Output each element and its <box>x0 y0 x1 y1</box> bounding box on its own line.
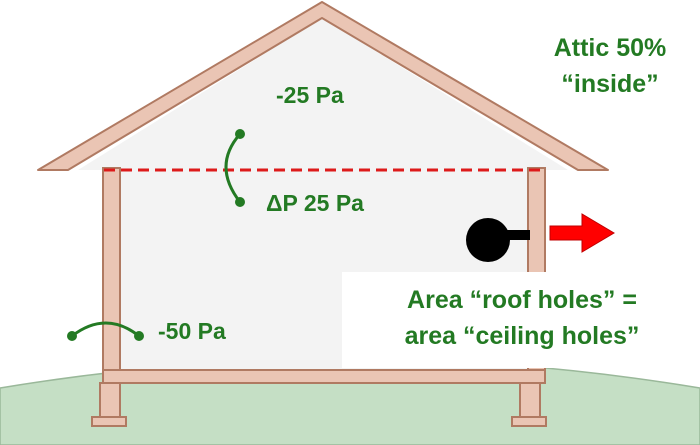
left-wall <box>102 167 121 384</box>
house-arc-endpoint-right <box>134 331 144 341</box>
right-foundation <box>519 382 541 420</box>
attic-pressure-label: -25 Pa <box>276 82 344 108</box>
house-arc-endpoint-left <box>67 331 77 341</box>
pressure-difference-arc <box>224 133 242 203</box>
area-note: Area “roof holes” = area “ceiling holes” <box>352 282 692 354</box>
fan-outlet <box>486 230 530 240</box>
right-footing <box>511 416 547 427</box>
house-pressure-label: -50 Pa <box>158 318 226 344</box>
arc-endpoint-bottom <box>235 197 245 207</box>
area-note-line-2: area “ceiling holes” <box>404 322 640 350</box>
house-pressure-arc <box>71 321 140 338</box>
red-right-arrow-icon <box>549 213 615 253</box>
roof <box>37 1 609 171</box>
left-foundation <box>99 382 121 420</box>
arc-endpoint-top <box>235 129 245 139</box>
delta-p-label: ΔP 25 Pa <box>266 190 364 216</box>
area-note-background <box>342 272 700 368</box>
floor <box>102 369 546 384</box>
area-note-line-1: Area “roof holes” = <box>407 286 637 314</box>
attic-space <box>78 18 568 170</box>
blower-fan-icon <box>466 218 530 262</box>
attic-note-line-2: “inside” <box>561 70 659 98</box>
attic-note: Attic 50% “inside” <box>528 30 692 102</box>
attic-note-line-1: Attic 50% <box>553 34 667 62</box>
left-footing <box>91 416 127 427</box>
